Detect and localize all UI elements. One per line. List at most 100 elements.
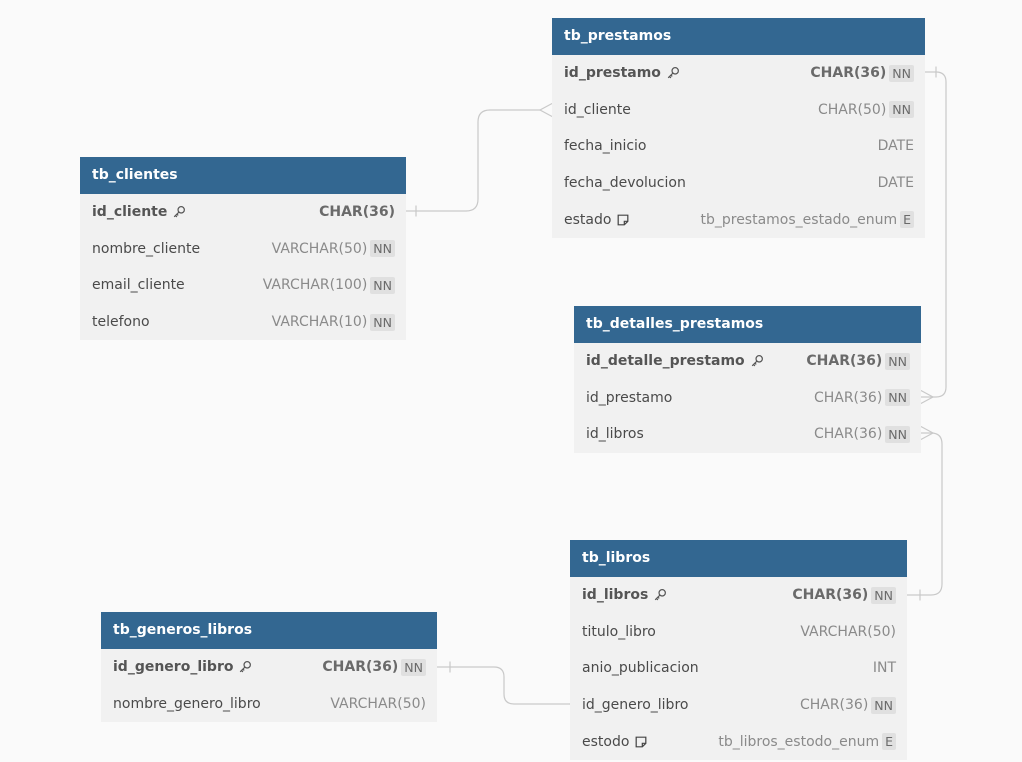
key-icon: [238, 660, 252, 674]
field-type: CHAR(36): [799, 697, 869, 714]
key-icon: [666, 66, 680, 80]
field-type-cell: CHAR(36)NN: [810, 64, 914, 82]
field-name: id_libros: [582, 587, 649, 604]
not-null-badge: NN: [889, 64, 914, 82]
enum-badge: E: [900, 211, 914, 229]
primary-key-field-row[interactable]: id_detalle_prestamo CHAR(36)NN: [574, 343, 921, 380]
field-type: CHAR(36): [319, 204, 395, 221]
enum-badge: E: [882, 733, 896, 751]
field-name: id_cliente: [564, 101, 631, 118]
note-icon[interactable]: [616, 213, 630, 227]
field-name-cell: id_cliente: [564, 102, 818, 118]
field-name-cell: id_cliente: [92, 204, 319, 220]
field-name: id_cliente: [92, 204, 168, 221]
not-null-badge: NN: [370, 313, 395, 331]
rel-prestamos-detalles[interactable]: [919, 66, 947, 405]
not-null-badge: NN: [889, 101, 914, 119]
field-type: CHAR(36): [810, 65, 887, 82]
field-name-cell: email_cliente: [92, 277, 263, 293]
field-row[interactable]: titulo_libro VARCHAR(50): [570, 614, 907, 651]
table-header[interactable]: tb_generos_libros: [101, 612, 437, 649]
field-name: estado: [564, 211, 612, 228]
key-icon: [750, 354, 764, 368]
table-header[interactable]: tb_libros: [570, 540, 907, 577]
field-type: tb_prestamos_estado_enum: [700, 211, 898, 228]
field-name: id_prestamo: [564, 65, 661, 82]
not-null-badge: NN: [885, 425, 910, 443]
field-row[interactable]: id_genero_libro CHAR(36)NN: [570, 687, 907, 724]
field-row[interactable]: id_prestamo CHAR(36)NN: [574, 380, 921, 417]
field-name: titulo_libro: [582, 623, 656, 640]
not-null-badge: NN: [370, 276, 395, 294]
rel-clientes-prestamos[interactable]: [406, 102, 554, 217]
field-row[interactable]: fecha_devolucion DATE: [552, 165, 925, 202]
key-icon: [653, 588, 667, 602]
field-name-cell: id_prestamo: [564, 65, 810, 81]
field-type-cell: VARCHAR(50): [800, 624, 896, 640]
field-type: DATE: [877, 175, 914, 192]
field-name: nombre_cliente: [92, 240, 201, 257]
field-row[interactable]: nombre_cliente VARCHAR(50)NN: [80, 231, 406, 268]
field-name: estodo: [582, 733, 630, 750]
table-header[interactable]: tb_clientes: [80, 157, 406, 194]
field-name-cell: id_genero_libro: [582, 697, 800, 713]
field-type: VARCHAR(50): [271, 240, 368, 257]
not-null-badge: NN: [370, 240, 395, 258]
table-header[interactable]: tb_detalles_prestamos: [574, 306, 921, 343]
rel-generos-libros[interactable]: [437, 661, 584, 712]
field-name-cell: id_genero_libro: [113, 659, 322, 675]
field-name-cell: nombre_genero_libro: [113, 696, 330, 712]
table-header[interactable]: tb_prestamos: [552, 18, 925, 55]
field-type-cell: CHAR(36)NN: [806, 352, 910, 370]
field-type: CHAR(36): [792, 587, 869, 604]
rel-libros-detalles[interactable]: [907, 425, 943, 601]
field-name-cell: id_prestamo: [586, 390, 814, 406]
field-name-cell: titulo_libro: [582, 624, 800, 640]
field-type: INT: [872, 660, 896, 677]
primary-key-field-row[interactable]: id_prestamo CHAR(36)NN: [552, 55, 925, 92]
field-name-cell: id_libros: [586, 426, 814, 442]
field-name-cell: fecha_inicio: [564, 138, 878, 154]
note-icon[interactable]: [634, 735, 648, 749]
table-tb-clientes[interactable]: tb_clientes id_cliente CHAR(36) nombre_clie…: [80, 157, 406, 341]
field-name: id_genero_libro: [582, 697, 689, 714]
field-type-cell: INT: [873, 660, 896, 676]
field-name-cell: anio_publicacion: [582, 660, 873, 676]
field-type-cell: CHAR(36)NN: [813, 389, 910, 407]
field-type: VARCHAR(10): [271, 314, 368, 331]
field-row[interactable]: id_cliente CHAR(50)NN: [552, 92, 925, 129]
field-name-cell: nombre_cliente: [92, 241, 272, 257]
field-type: VARCHAR(50): [800, 623, 896, 640]
field-type-cell: CHAR(50)NN: [818, 101, 914, 119]
not-null-badge: NN: [871, 696, 896, 714]
field-name-cell: telefono: [92, 314, 272, 330]
field-name-cell: id_detalle_prestamo: [586, 353, 806, 369]
field-row[interactable]: anio_publicacion INT: [570, 650, 907, 687]
field-type: CHAR(36): [813, 389, 883, 406]
field-name: id_prestamo: [586, 389, 673, 406]
primary-key-field-row[interactable]: id_cliente CHAR(36): [80, 194, 406, 231]
field-name: email_cliente: [92, 277, 185, 294]
field-name: fecha_devolucion: [564, 175, 686, 192]
field-name: id_detalle_prestamo: [586, 353, 745, 370]
field-name: nombre_genero_libro: [113, 695, 261, 712]
field-name-cell: fecha_devolucion: [564, 175, 878, 191]
field-name-cell: id_libros: [582, 587, 792, 603]
field-name: anio_publicacion: [582, 660, 699, 677]
